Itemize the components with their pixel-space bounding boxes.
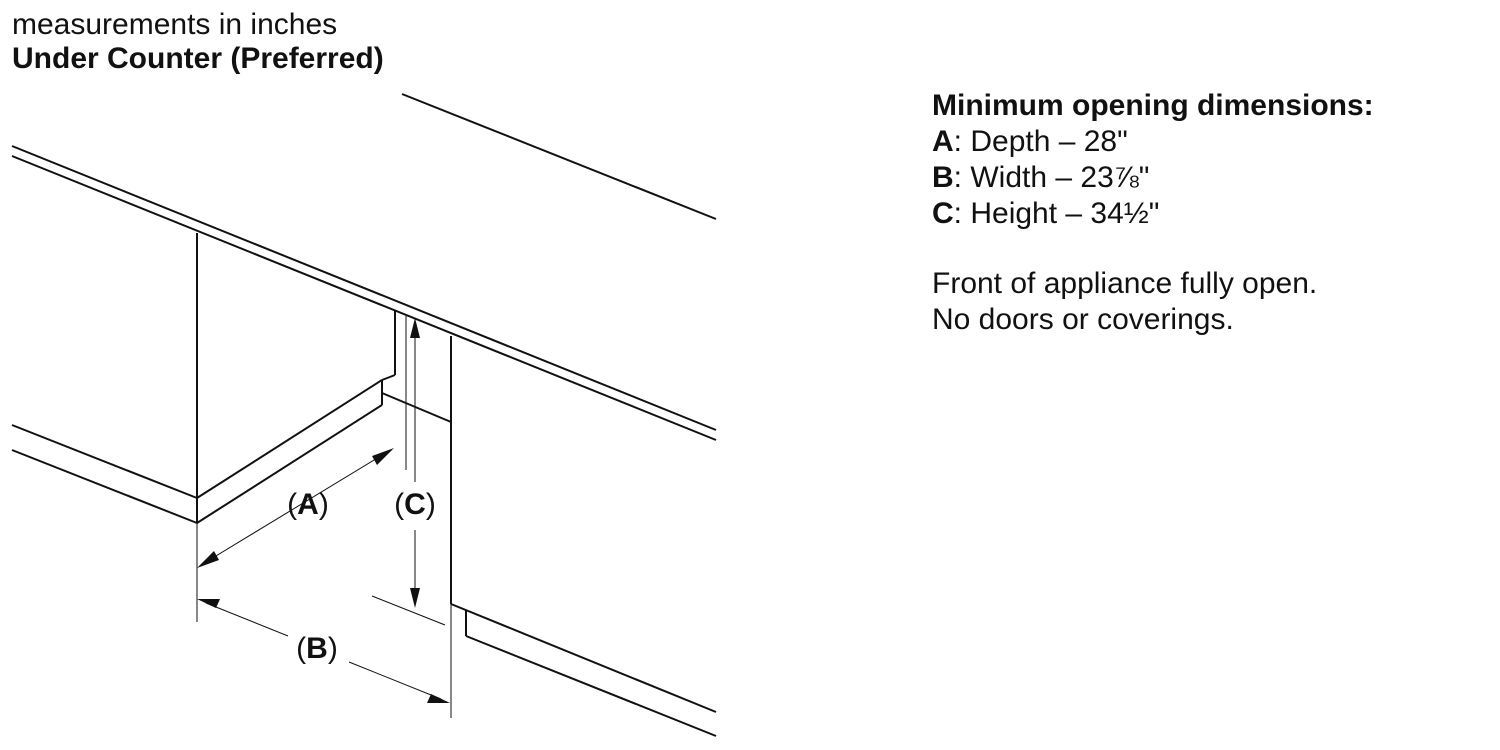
- extension-line-floor: [371, 595, 446, 626]
- back-wall-edge: [401, 93, 717, 220]
- dimension-a-letter: A: [297, 488, 319, 521]
- left-cabinet-back-join: [381, 374, 396, 381]
- legend-item-width: B: Width – 23⅞": [932, 160, 1374, 196]
- dimension-a-line: [205, 453, 385, 563]
- dimension-a-label: (A): [287, 488, 329, 521]
- note-no-doors: No doors or coverings.: [932, 303, 1234, 336]
- right-toe-kick-top: [450, 603, 717, 713]
- diagram-title: Under Counter (Preferred): [12, 42, 384, 75]
- legend-title: Minimum opening dimensions:: [932, 89, 1374, 122]
- right-toe-kick-bottom: [465, 635, 717, 737]
- legend-text-depth: : Depth – 28": [953, 125, 1128, 158]
- countertop-top-edge: [11, 145, 717, 431]
- legend-text-width: : Width – 23⅞": [953, 161, 1150, 194]
- legend-key-b: B: [932, 161, 954, 194]
- legend-key-a: A: [932, 125, 954, 158]
- installation-notes: Front of appliance fully open. No doors …: [932, 266, 1374, 338]
- legend-text-height: : Height – 34½": [953, 197, 1160, 230]
- dimensions-legend: Minimum opening dimensions: A: Depth – 2…: [932, 88, 1374, 338]
- dimension-b-line-right: [348, 661, 442, 700]
- dimension-b-arrow-start: [197, 599, 220, 608]
- left-cabinet-side-top: [196, 379, 383, 499]
- dimension-c-arrow-top: [410, 318, 420, 338]
- left-toe-kick-bottom: [11, 449, 198, 524]
- countertop-bottom-edge: [11, 155, 717, 441]
- note-front-open: Front of appliance fully open.: [932, 267, 1318, 300]
- units-note: measurements in inches: [12, 8, 338, 41]
- dimension-c-letter: C: [404, 488, 426, 521]
- legend-item-depth: A: Depth – 28": [932, 124, 1374, 160]
- dimension-a-arrow-start: [197, 551, 219, 568]
- dimension-b-letter: B: [306, 632, 328, 665]
- left-toe-kick-top: [11, 424, 198, 499]
- dimension-c-label: (C): [394, 488, 436, 521]
- dimension-c-arrow-bottom: [410, 588, 420, 608]
- legend-item-height: C: Height – 34½": [932, 196, 1374, 232]
- dimension-a-arrow-end: [372, 448, 394, 465]
- opening-floor-back-line: [381, 392, 452, 423]
- dimension-b-line-left: [205, 602, 289, 637]
- dimension-b-arrow-end: [427, 694, 450, 703]
- diagram-header: measurements in inches Under Counter (Pr…: [12, 8, 384, 76]
- left-cabinet-side-bottom: [196, 404, 383, 524]
- dimension-b-label: (B): [296, 632, 338, 665]
- legend-key-c: C: [932, 197, 954, 230]
